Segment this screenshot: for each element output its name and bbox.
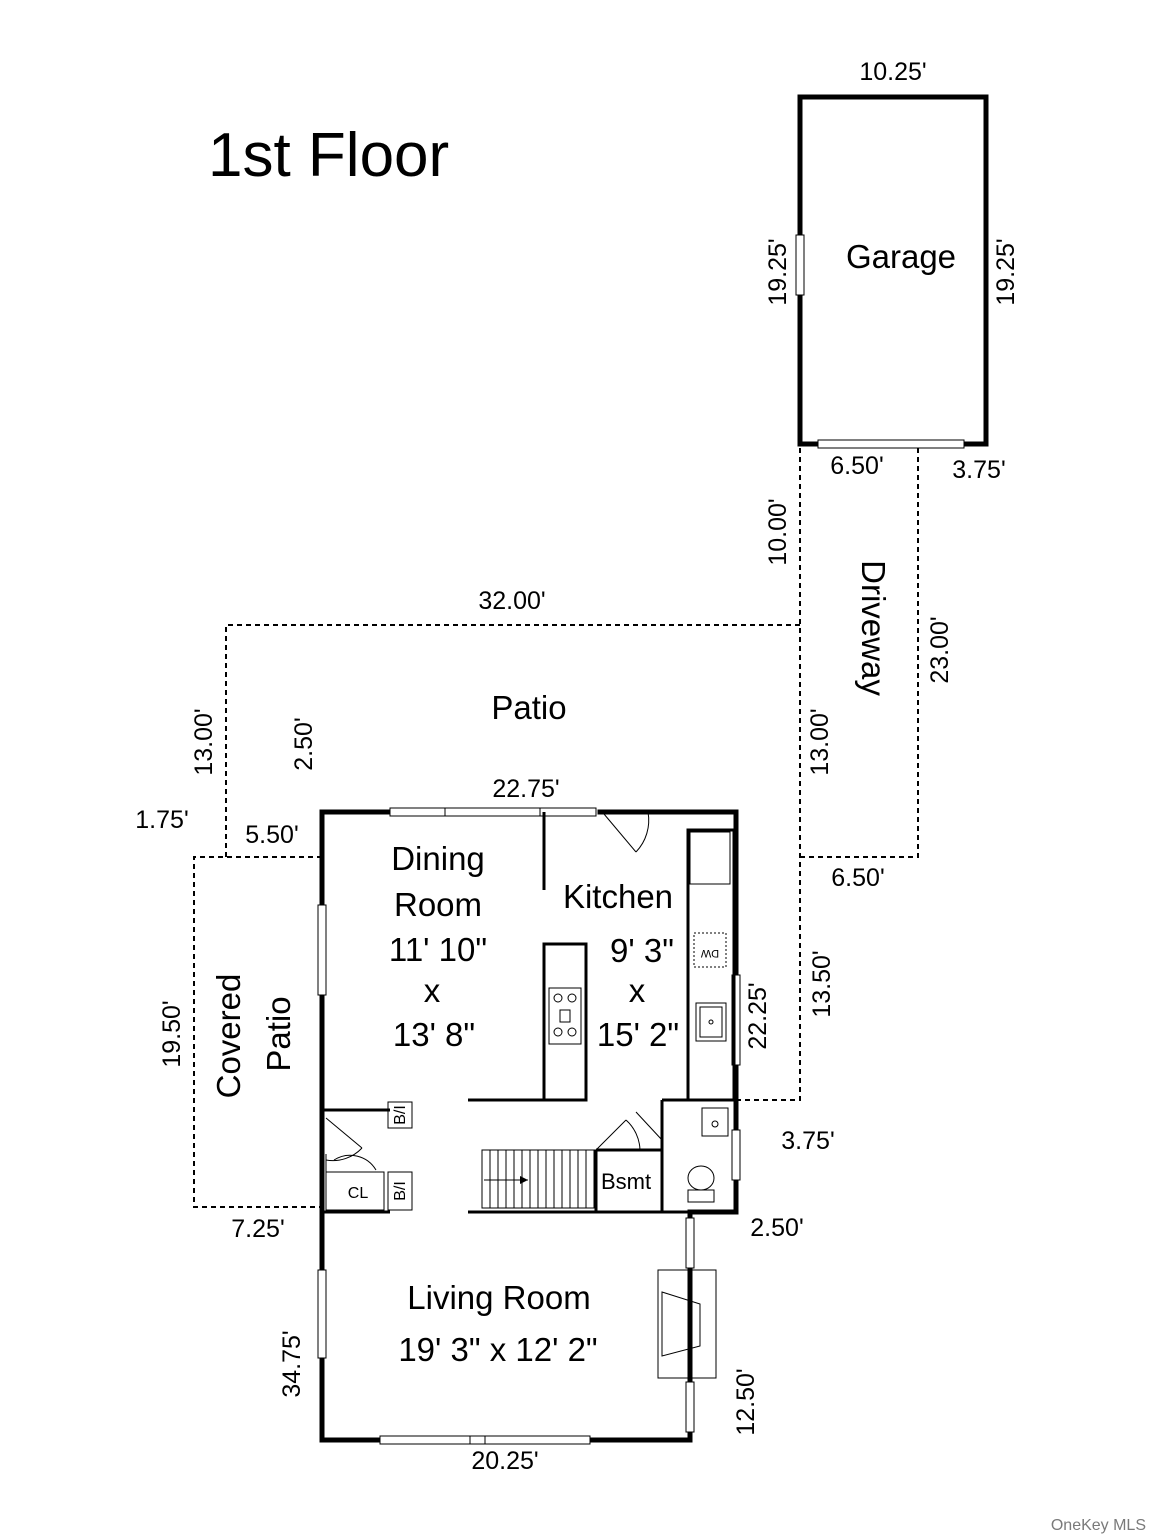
kitchen-label: Kitchen xyxy=(563,878,673,915)
kitchen-height: 15' 2" xyxy=(597,1016,679,1053)
bathroom-sink-icon xyxy=(701,1107,729,1137)
living-room-size: 19' 3" x 12' 2" xyxy=(398,1331,597,1368)
dim-garage-side: 3.75' xyxy=(952,456,1005,484)
dishwasher-icon: DW xyxy=(693,932,727,968)
kitchen-side-window xyxy=(731,974,741,1066)
interior-walls xyxy=(322,812,736,1214)
dim-covered-patio-bottom: 7.25' xyxy=(231,1215,284,1243)
dim-driveway-bottom: 6.50' xyxy=(831,864,884,892)
credit-watermark: OneKey MLS xyxy=(1051,1517,1146,1534)
builtin-lower: B/I xyxy=(387,1171,413,1211)
dim-garage-door: 6.50' xyxy=(830,452,883,480)
dim-covered-patio-side: 19.50' xyxy=(158,1000,186,1067)
bath-door xyxy=(635,1111,663,1141)
patio: Patio xyxy=(225,624,800,857)
dim-right-step2: 2.50' xyxy=(750,1214,803,1242)
living-right-window-upper xyxy=(685,1217,695,1269)
dim-patio-inner: 2.50' xyxy=(290,717,318,770)
bsmt-door xyxy=(595,1119,641,1151)
staircase xyxy=(481,1149,597,1209)
covered-patio-label-1: Covered xyxy=(210,974,247,1099)
dim-driveway-left: 10.00' xyxy=(764,498,792,565)
dining-side-window xyxy=(317,904,327,996)
dim-kitchen-side: 22.25' xyxy=(744,982,772,1049)
living-side-window xyxy=(317,1269,327,1359)
bsmt-label: Bsmt xyxy=(601,1169,651,1194)
dim-driveway-inner: 13.00' xyxy=(806,708,834,775)
dim-right-upper: 13.50' xyxy=(808,950,836,1017)
driveway-label: Driveway xyxy=(855,560,892,696)
kitchen-width: 9' 3" xyxy=(610,932,674,969)
driveway-left-edge xyxy=(738,448,801,1101)
dim-patio-top: 32.00' xyxy=(478,587,545,615)
dining-room-label-2: Room xyxy=(394,886,482,923)
builtin-upper: B/I xyxy=(387,1101,413,1129)
dining-window xyxy=(389,807,597,817)
dining-room-width: 11' 10" xyxy=(389,931,487,968)
kitchen-x: x xyxy=(629,972,646,1009)
dim-garage-right: 19.25' xyxy=(992,238,1020,305)
stove-icon xyxy=(548,987,582,1045)
dim-garage-left: 19.25' xyxy=(764,238,792,305)
page-title: 1st Floor xyxy=(208,121,449,190)
garage: Garage xyxy=(795,94,989,449)
garage-label: Garage xyxy=(846,238,956,275)
dining-room-label-1: Dining xyxy=(391,840,485,877)
dishwasher-label: DW xyxy=(700,947,719,959)
dim-house-top: 22.75' xyxy=(492,775,559,803)
closet-label: CL xyxy=(348,1185,369,1202)
fireplace-icon xyxy=(657,1269,717,1379)
kitchen-sink-icon xyxy=(695,1002,727,1042)
garage-door xyxy=(817,439,965,449)
living-room-label: Living Room xyxy=(407,1279,590,1316)
refrigerator-icon xyxy=(689,831,731,885)
dim-step-a: 1.75' xyxy=(135,806,188,834)
covered-patio-label-2: Patio xyxy=(260,996,297,1071)
living-right-window-lower xyxy=(685,1381,695,1433)
kitchen-patio-door xyxy=(603,811,650,853)
toilet-icon xyxy=(687,1165,715,1203)
house-walls xyxy=(317,807,741,1445)
dim-right-step: 3.75' xyxy=(781,1127,834,1155)
covered-patio-edge xyxy=(193,856,322,1208)
driveway-right-edge xyxy=(800,448,919,858)
dim-step-b: 5.50' xyxy=(245,821,298,849)
patio-edge xyxy=(225,624,800,857)
dim-driveway-right: 23.00' xyxy=(926,616,954,683)
dim-living-bottom: 20.25' xyxy=(471,1447,538,1475)
hall-door xyxy=(325,1117,363,1162)
covered-patio: Covered Patio xyxy=(193,856,322,1208)
closet: CL xyxy=(325,1154,385,1211)
driveway: Driveway xyxy=(738,448,919,1101)
builtin-lower-label: B/I xyxy=(392,1181,409,1201)
dim-garage-top: 10.25' xyxy=(859,58,926,86)
dining-room-x: x xyxy=(424,972,441,1009)
patio-label: Patio xyxy=(491,689,566,726)
kitchen-counter xyxy=(686,828,736,1102)
dining-room-height: 13' 8" xyxy=(393,1016,475,1053)
bath-window xyxy=(731,1129,741,1181)
garage-window xyxy=(795,234,805,296)
dim-living-left: 34.75' xyxy=(278,1330,306,1397)
dim-patio-left: 13.00' xyxy=(190,708,218,775)
builtin-upper-label: B/I xyxy=(392,1105,409,1125)
dim-living-right: 12.50' xyxy=(732,1368,760,1435)
